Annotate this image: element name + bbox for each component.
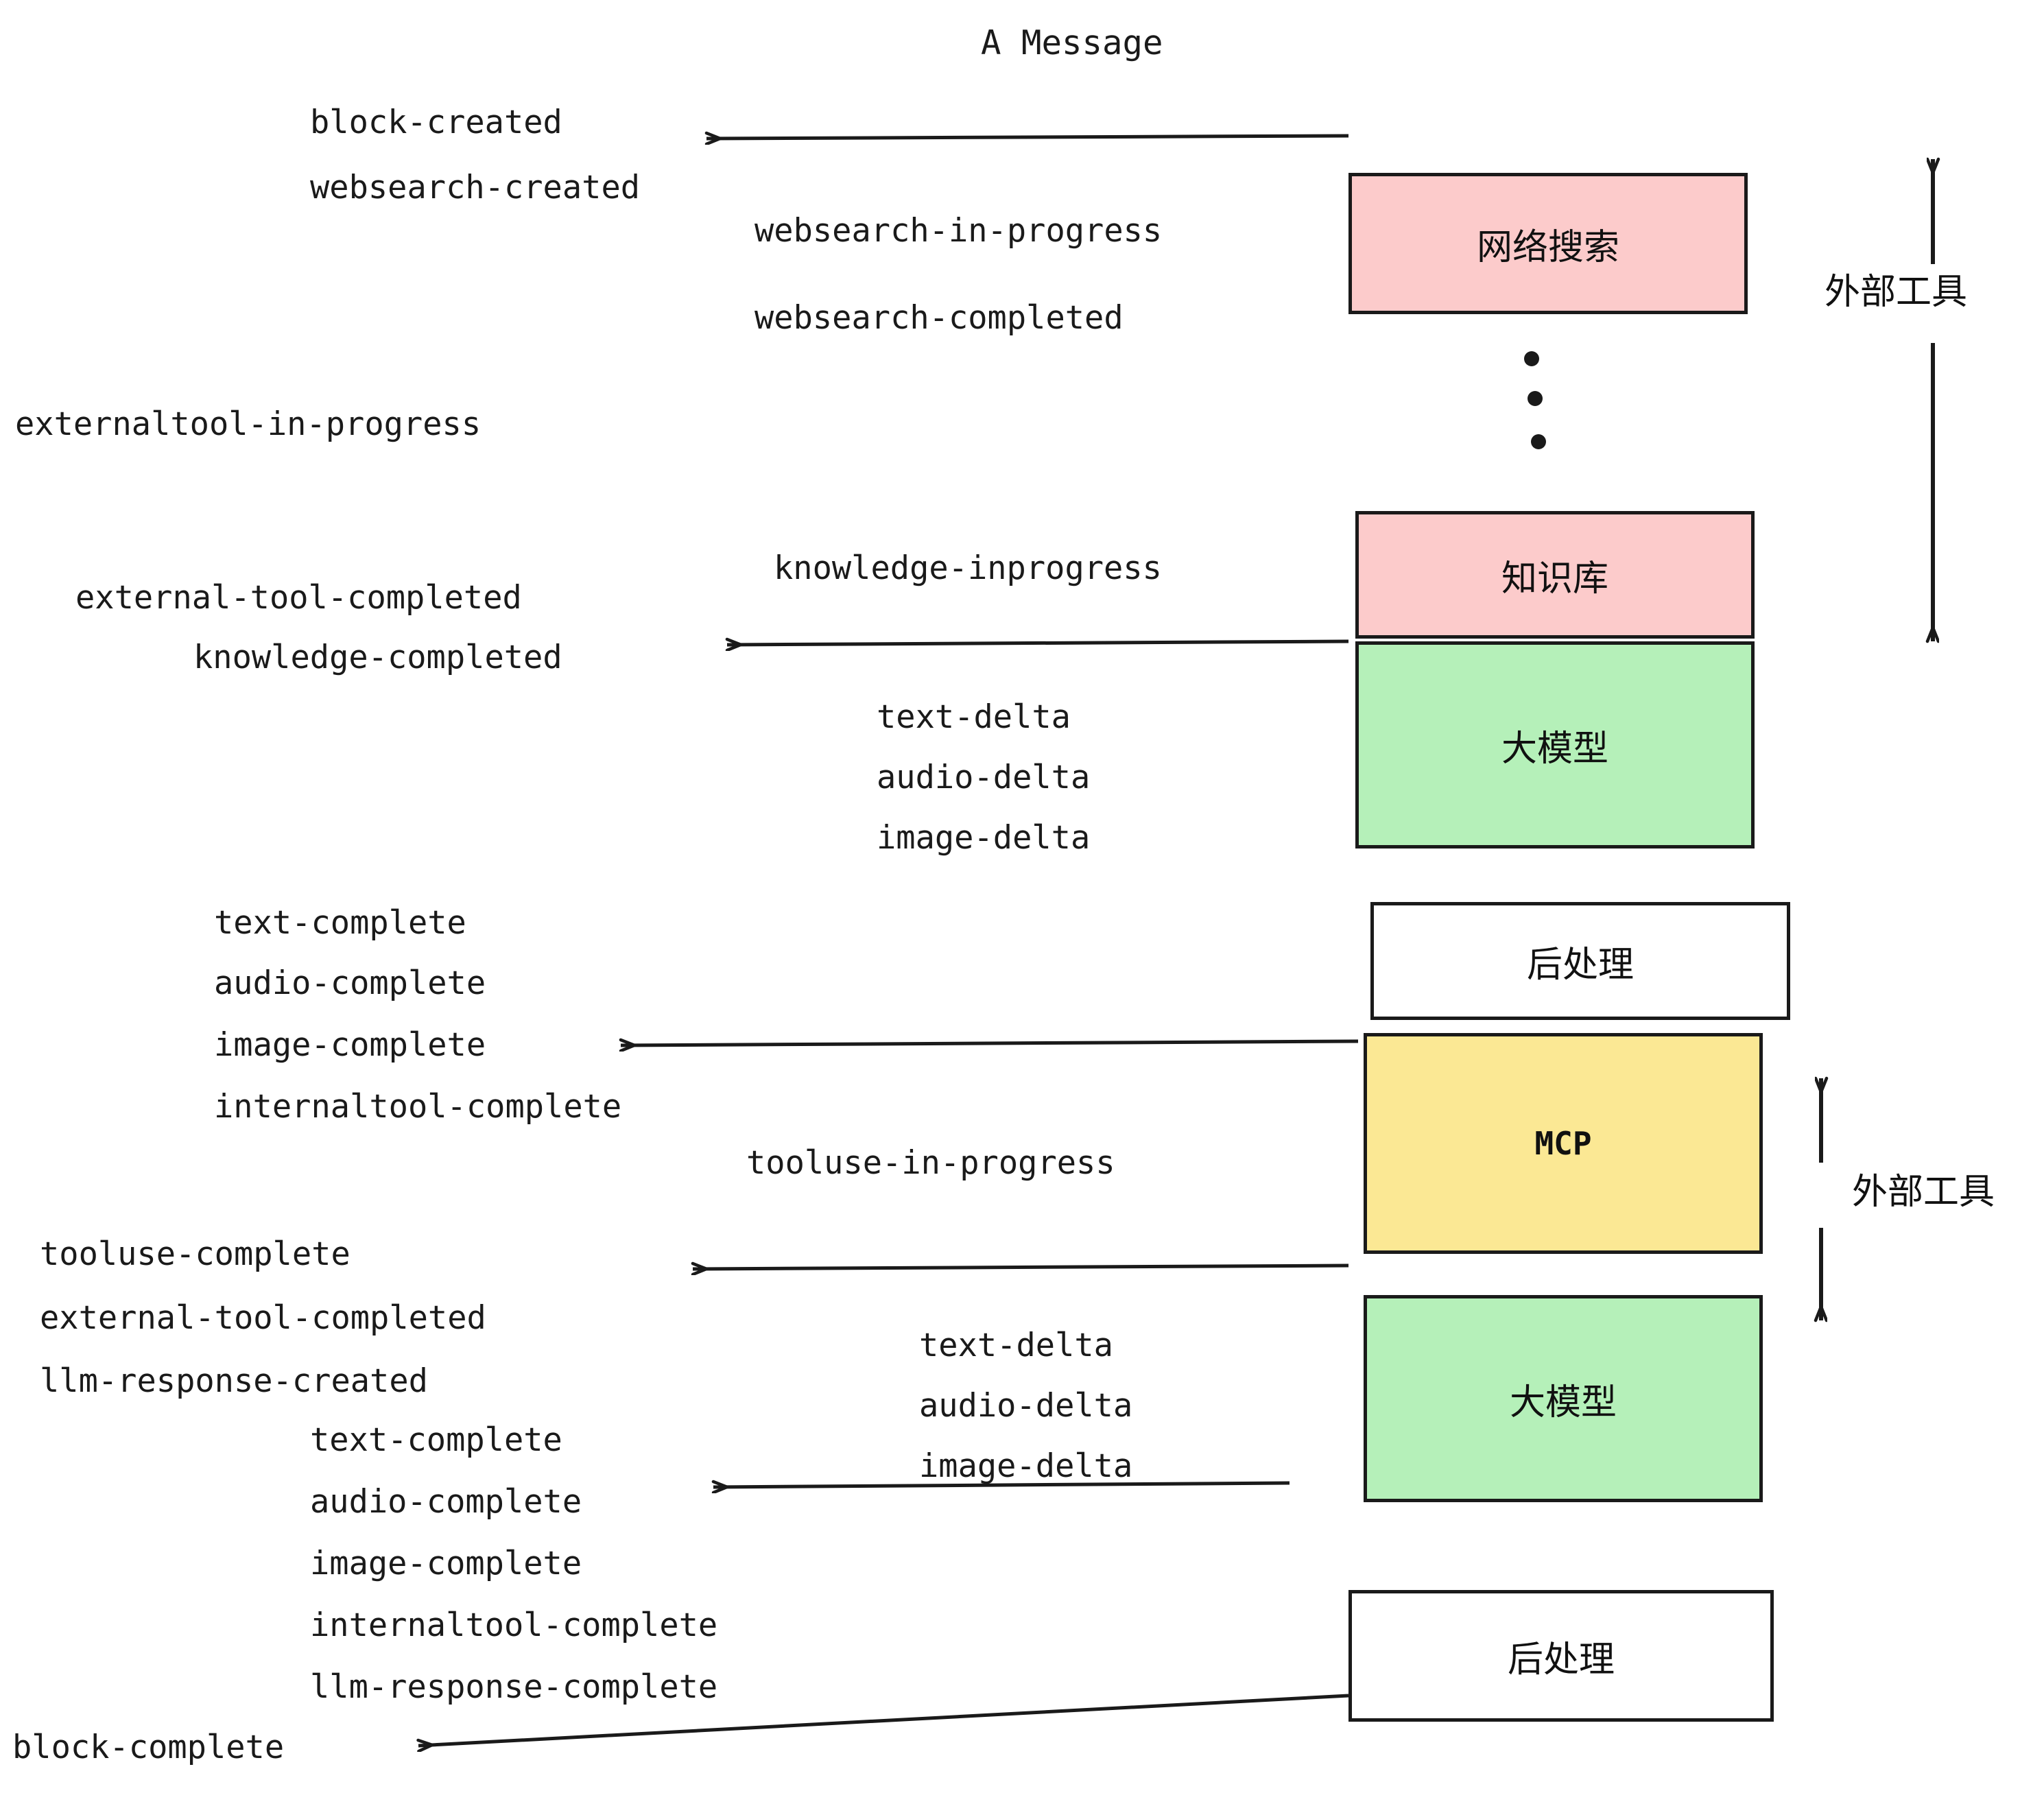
- event-audio-delta-1: audio-delta: [877, 759, 1091, 796]
- arrow-websearch-to-block-created: [706, 136, 1349, 139]
- event-image-delta-2: image-delta: [919, 1447, 1133, 1485]
- event-externaltool-in-progress: externaltool-in-progress: [15, 405, 482, 443]
- event-knowledge-completed: knowledge-completed: [193, 639, 562, 676]
- ellipsis-dot-1: [1524, 351, 1539, 366]
- node-llm-2[interactable]: 大模型: [1364, 1295, 1763, 1502]
- node-mcp[interactable]: MCP: [1364, 1033, 1763, 1254]
- ellipsis-dot-3: [1531, 434, 1546, 449]
- node-websearch-label: 网络搜索: [1476, 226, 1619, 268]
- event-image-complete-2: image-complete: [310, 1545, 582, 1582]
- event-audio-complete-2: audio-complete: [310, 1483, 582, 1521]
- node-llm-1-label: 大模型: [1501, 728, 1608, 770]
- event-llm-response-created: llm-response-created: [40, 1362, 428, 1400]
- side-label-external-tool-bottom: 外部工具: [1852, 1172, 1995, 1213]
- event-tooluse-complete: tooluse-complete: [40, 1235, 350, 1273]
- node-llm-2-label: 大模型: [1509, 1381, 1617, 1423]
- event-image-complete-1: image-complete: [214, 1026, 486, 1064]
- event-text-complete-2: text-complete: [310, 1421, 562, 1459]
- event-websearch-completed: websearch-completed: [754, 299, 1124, 337]
- arrow-knowledge-to-knowledge-completed: [727, 641, 1349, 645]
- event-audio-complete-1: audio-complete: [214, 964, 486, 1002]
- event-internaltool-complete-2: internaltool-complete: [310, 1606, 718, 1644]
- event-websearch-in-progress: websearch-in-progress: [754, 212, 1163, 250]
- node-postprocess-2[interactable]: 后处理: [1348, 1590, 1774, 1722]
- event-block-complete: block-complete: [12, 1729, 285, 1766]
- node-knowledge-label: 知识库: [1501, 558, 1608, 600]
- node-mcp-label: MCP: [1534, 1125, 1592, 1162]
- node-postprocess-2-label: 后处理: [1507, 1639, 1615, 1681]
- arrow-mcp-to-tooluse-complete: [693, 1266, 1349, 1269]
- event-text-delta-1: text-delta: [877, 698, 1071, 736]
- event-text-complete-1: text-complete: [214, 904, 466, 942]
- event-text-delta-2: text-delta: [919, 1327, 1113, 1364]
- event-llm-response-complete: llm-response-complete: [310, 1668, 718, 1706]
- event-external-tool-completed-2: external-tool-completed: [40, 1299, 486, 1337]
- event-audio-delta-2: audio-delta: [919, 1387, 1133, 1425]
- ellipsis-dot-2: [1528, 391, 1543, 406]
- diagram-title: A Message: [981, 23, 1163, 62]
- node-postprocess-1-label: 后处理: [1526, 944, 1634, 986]
- node-llm-1[interactable]: 大模型: [1355, 641, 1755, 848]
- node-websearch[interactable]: 网络搜索: [1348, 173, 1748, 314]
- node-postprocess-1[interactable]: 后处理: [1370, 902, 1790, 1020]
- event-knowledge-inprogress: knowledge-inprogress: [774, 549, 1162, 587]
- event-image-delta-1: image-delta: [877, 819, 1091, 857]
- event-external-tool-completed-1: external-tool-completed: [75, 579, 522, 617]
- arrow-postprocess1-to-image-complete: [621, 1041, 1359, 1045]
- event-block-created: block-created: [310, 104, 562, 141]
- event-tooluse-in-progress: tooluse-in-progress: [746, 1144, 1115, 1182]
- side-label-external-tool-top: 外部工具: [1825, 272, 1968, 313]
- event-websearch-created: websearch-created: [310, 169, 641, 206]
- node-knowledge[interactable]: 知识库: [1355, 511, 1755, 639]
- event-internaltool-complete-1: internaltool-complete: [214, 1088, 622, 1126]
